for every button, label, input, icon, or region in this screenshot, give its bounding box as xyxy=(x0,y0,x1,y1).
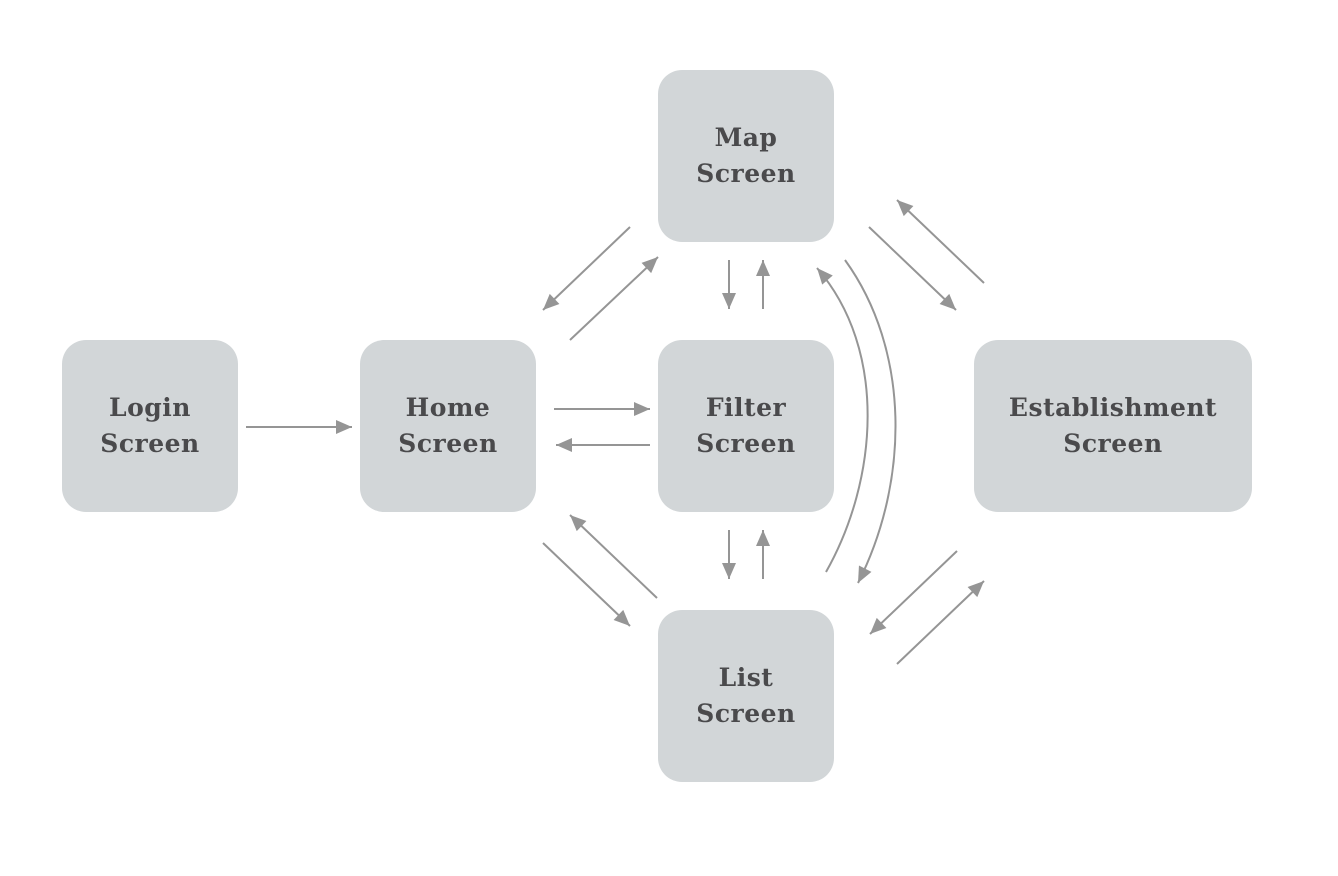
list-screen-label-line1: List xyxy=(718,663,774,692)
edge-map-to-list xyxy=(844,259,897,584)
arrowhead-icon xyxy=(897,200,914,217)
arrowhead-icon xyxy=(641,257,658,274)
edge-line xyxy=(868,226,957,311)
edge-line xyxy=(869,550,958,635)
home-screen-label-line2: Screen xyxy=(398,429,498,458)
establishment-screen-label-line1: Establishment xyxy=(1008,393,1218,422)
edge-list-to-map xyxy=(816,267,869,573)
filter-screen-node: Filter Screen xyxy=(658,340,834,512)
edge-line xyxy=(844,259,897,584)
edge-filter-to-list xyxy=(722,530,736,579)
login-screen-node: Login Screen xyxy=(62,340,238,512)
edge-list-to-home xyxy=(569,514,658,599)
edge-login-to-home xyxy=(246,420,352,434)
arrowhead-icon xyxy=(722,563,736,579)
list-screen-node: List Screen xyxy=(658,610,834,782)
list-screen-label-line2: Screen xyxy=(696,699,796,728)
arrowhead-icon xyxy=(817,268,833,285)
arrowhead-icon xyxy=(722,293,736,309)
edge-line xyxy=(896,199,985,284)
arrowhead-icon xyxy=(870,617,887,634)
filter-screen-label-line1: Filter xyxy=(705,393,787,422)
edge-line xyxy=(816,267,869,573)
edge-home-to-list xyxy=(542,542,631,627)
edge-line xyxy=(542,542,631,627)
arrowhead-icon xyxy=(756,530,770,546)
home-screen-node: Home Screen xyxy=(360,340,536,512)
edge-line xyxy=(896,580,985,665)
filter-screen-label-line2: Screen xyxy=(696,429,796,458)
map-screen-label-line1: Map xyxy=(714,123,778,152)
login-screen-label-line1: Login xyxy=(109,393,191,422)
home-screen-label-line1: Home xyxy=(405,393,491,422)
arrowhead-icon xyxy=(613,609,630,626)
arrowhead-icon xyxy=(939,293,956,310)
edge-filter-to-home xyxy=(556,438,650,452)
arrowhead-icon xyxy=(634,402,650,416)
edge-establishment-to-map xyxy=(896,199,985,284)
arrowhead-icon xyxy=(543,293,560,310)
arrowhead-icon xyxy=(858,565,872,583)
edge-home-to-map xyxy=(569,256,659,341)
edge-map-to-filter xyxy=(722,260,736,309)
edge-map-to-establishment xyxy=(868,226,957,311)
edge-establishment-to-list xyxy=(869,550,958,635)
arrowhead-icon xyxy=(967,581,984,598)
login-screen-label-line2: Screen xyxy=(100,429,200,458)
edge-line xyxy=(569,514,658,599)
arrowhead-icon xyxy=(570,515,587,532)
edge-filter-to-map xyxy=(756,260,770,309)
map-screen-label-line2: Screen xyxy=(696,159,796,188)
arrowhead-icon xyxy=(756,260,770,276)
edge-home-to-filter xyxy=(554,402,650,416)
edge-list-to-establishment xyxy=(896,580,985,665)
edge-line xyxy=(569,256,659,341)
establishment-screen-label-line2: Screen xyxy=(1063,429,1163,458)
map-screen-node: Map Screen xyxy=(658,70,834,242)
edge-line xyxy=(542,226,631,311)
arrowhead-icon xyxy=(336,420,352,434)
edge-list-to-filter xyxy=(756,530,770,579)
establishment-screen-node: Establishment Screen xyxy=(974,340,1252,512)
edge-map-to-home xyxy=(542,226,631,311)
arrowhead-icon xyxy=(556,438,572,452)
